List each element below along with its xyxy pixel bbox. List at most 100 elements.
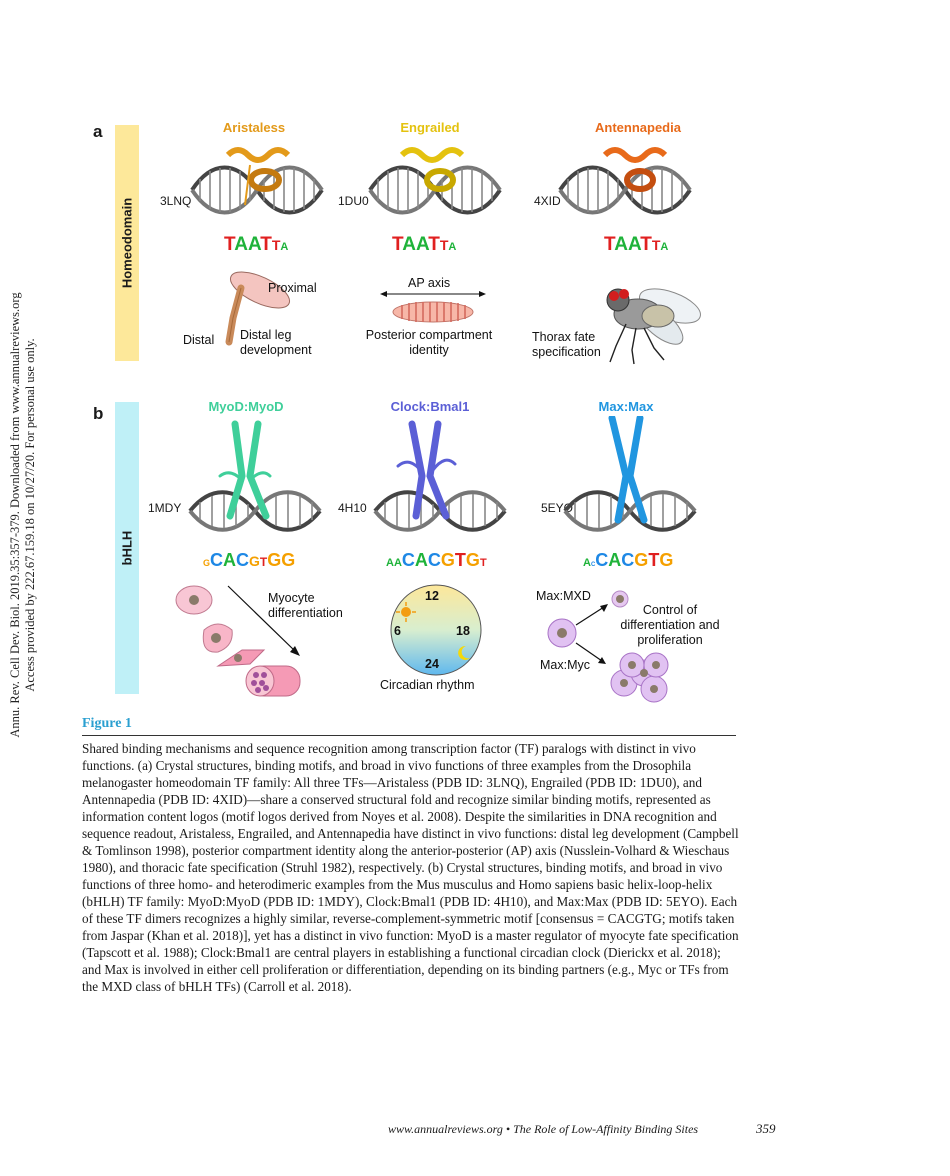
protein-max <box>608 416 648 524</box>
motif-logo-engrailed: TAATTA <box>392 234 456 256</box>
protein-antennapedia <box>602 147 668 192</box>
motif-base: C <box>236 550 250 570</box>
protein-myod <box>218 420 272 520</box>
figure-caption: Shared binding mechanisms and sequence r… <box>82 741 739 994</box>
motif-base: A <box>402 234 416 255</box>
motif-base: G <box>659 550 674 570</box>
clock-label-6: 6 <box>394 624 401 638</box>
homeodomain-structures <box>190 147 692 215</box>
motif-base: T <box>392 234 403 255</box>
clock-label-12: 12 <box>425 589 439 603</box>
label-max-myc: Max:Myc <box>540 658 590 672</box>
clock-label-18: 18 <box>456 624 470 638</box>
motif-base: G <box>440 550 455 570</box>
motif-base: T <box>259 555 268 569</box>
fly-illustration <box>606 288 701 365</box>
embryo-illustration <box>380 291 486 323</box>
side-access-note: Annu. Rev. Cell Dev. Biol. 2019.35:357-3… <box>8 290 38 740</box>
tf-title-antennapedia: Antennapedia <box>595 120 681 135</box>
motif-base: T <box>428 234 440 255</box>
label-thorax-fate: Thorax fate specification <box>532 330 601 359</box>
label-posterior-compartment: Posterior compartment identity <box>365 328 493 357</box>
protein-engrailed <box>399 147 465 192</box>
figure-label: Figure 1 <box>82 716 132 731</box>
motif-base: A <box>386 557 394 569</box>
motif-base: C <box>427 550 441 570</box>
motif-base: T <box>439 237 449 253</box>
label-control-differentiation: Control of differentiation and prolifera… <box>620 603 720 647</box>
label-proximal: Proximal <box>268 281 317 295</box>
tf-title-engrailed: Engrailed <box>400 120 460 135</box>
tf-title-aristaless: Aristaless <box>222 120 286 135</box>
motif-logo-aristaless: TAATTA <box>224 234 288 256</box>
bhlh-structures <box>188 416 697 532</box>
tf-title-clock-bmal1: Clock:Bmal1 <box>390 399 470 414</box>
motif-base: A <box>415 234 429 255</box>
motif-base: A <box>448 241 457 253</box>
pdb-id-aristaless: 3LNQ <box>160 194 192 208</box>
motif-base: T <box>651 237 661 253</box>
caption-rule <box>82 735 736 736</box>
bhlh-band-label: bHLH <box>119 530 135 566</box>
tf-title-max: Max:Max <box>598 399 654 414</box>
motif-base: A <box>414 550 428 570</box>
page-number: 359 <box>756 1121 776 1136</box>
motif-logo-max: ACCACGTG <box>583 550 673 571</box>
motif-logo-clock-bmal1: AACACGTGT <box>386 550 487 571</box>
protein-aristaless <box>225 147 291 206</box>
motif-base: T <box>260 234 272 255</box>
motif-base: C <box>621 550 635 570</box>
clock-label-24: 24 <box>425 657 439 671</box>
pdb-id-clock-bmal1: 4H10 <box>338 501 367 515</box>
label-circadian-rhythm: Circadian rhythm <box>380 678 475 692</box>
motif-base: A <box>660 241 669 253</box>
motif-base: G <box>249 553 260 569</box>
circadian-clock-illustration <box>390 584 482 676</box>
leg-illustration <box>225 271 291 346</box>
homeodomain-band: Homeodomain <box>115 125 139 361</box>
side-note-line2: Access provided by 222.67.159.18 on 10/2… <box>23 338 37 692</box>
running-head: www.annualreviews.org • The Role of Low-… <box>388 1122 699 1136</box>
motif-base: C <box>590 562 596 568</box>
motif-base: G <box>465 550 480 570</box>
motif-base: A <box>234 234 248 255</box>
motif-base: A <box>247 234 261 255</box>
label-distal: Distal <box>183 333 215 347</box>
myocyte-illustration <box>175 585 301 697</box>
motif-base: C <box>210 550 224 570</box>
motif-base: C <box>595 550 609 570</box>
dna-helix-max <box>563 490 697 532</box>
motif-base: G <box>267 550 282 570</box>
tf-title-myod: MyoD:MyoD <box>208 399 284 414</box>
label-myocyte-differentiation: Myocyte differentiation <box>268 591 343 620</box>
motif-base: A <box>608 550 622 570</box>
motif-base: T <box>271 237 281 253</box>
label-max-mxd: Max:MXD <box>536 589 591 603</box>
motif-base: T <box>648 550 660 570</box>
motif-base: T <box>640 234 652 255</box>
motif-base: A <box>223 550 237 570</box>
motif-base: G <box>203 558 211 568</box>
bhlh-band: bHLH <box>115 402 139 694</box>
motif-base: G <box>634 550 649 570</box>
pdb-id-antennapedia: 4XID <box>534 194 561 208</box>
max-cell-illustration <box>547 590 669 703</box>
motif-logo-antennapedia: TAATTA <box>604 234 668 256</box>
motif-base: T <box>224 234 235 255</box>
motif-base: G <box>281 550 296 570</box>
motif-base: T <box>454 550 466 570</box>
motif-base: C <box>401 550 415 570</box>
motif-base: A <box>280 241 289 253</box>
homeodomain-band-label: Homeodomain <box>119 197 135 289</box>
motif-base: T <box>479 557 487 569</box>
label-ap-axis: AP axis <box>408 276 451 290</box>
motif-base: A <box>583 557 591 569</box>
panel-a-letter: a <box>93 122 103 141</box>
panel-b-letter: b <box>93 404 104 423</box>
label-distal-leg-development: Distal leg development <box>240 328 312 357</box>
motif-base: A <box>614 234 628 255</box>
dna-helix-antennapedia <box>558 165 692 215</box>
motif-base: T <box>604 234 615 255</box>
pdb-id-myod: 1MDY <box>148 501 182 515</box>
motif-logo-myod: GCACGTGG <box>203 550 295 571</box>
